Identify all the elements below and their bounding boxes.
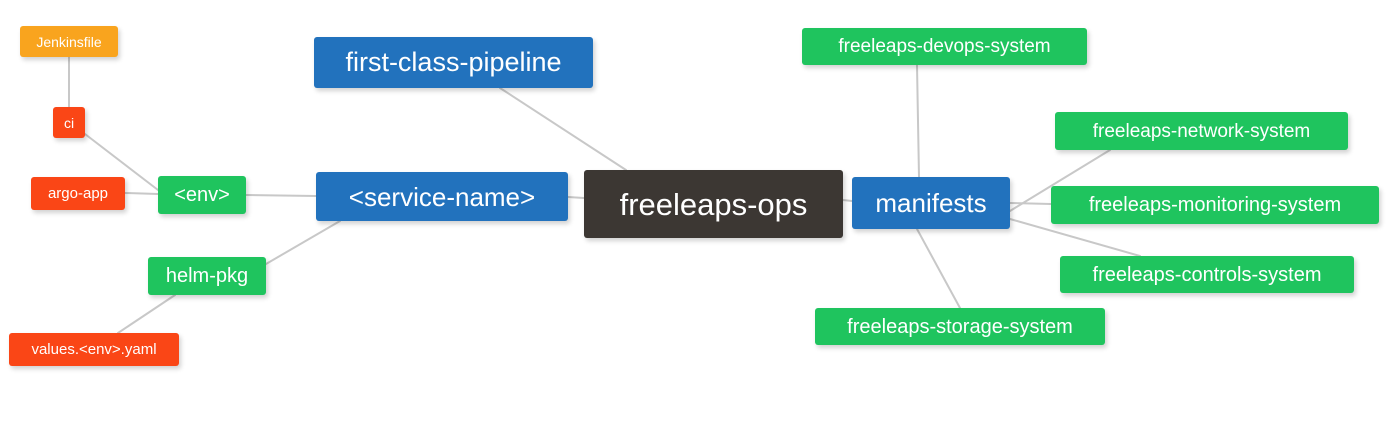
edge-manifests-controls <box>1009 218 1141 257</box>
node-label-freeleaps-controls-system: freeleaps-controls-system <box>1092 263 1322 286</box>
node-freeleaps-ops[interactable]: freeleaps-ops <box>584 170 843 238</box>
node-env[interactable]: <env> <box>158 176 246 214</box>
node-label-freeleaps-network-system: freeleaps-network-system <box>1092 120 1311 142</box>
edge-manifests-monitoring <box>1009 202 1052 205</box>
edge-manifests-devops <box>916 64 920 178</box>
node-label-argo-app: argo-app <box>47 185 109 202</box>
node-freeleaps-monitoring-system[interactable]: freeleaps-monitoring-system <box>1051 186 1379 224</box>
node-freeleaps-devops-system[interactable]: freeleaps-devops-system <box>802 28 1087 65</box>
node-label-freeleaps-monitoring-system: freeleaps-monitoring-system <box>1088 194 1342 216</box>
edge-manifests-storage <box>916 228 961 309</box>
node-argo-app[interactable]: argo-app <box>31 177 125 210</box>
node-jenkinsfile[interactable]: Jenkinsfile <box>20 26 118 57</box>
node-freeleaps-storage-system[interactable]: freeleaps-storage-system <box>815 308 1105 345</box>
node-label-freeleaps-storage-system: freeleaps-storage-system <box>847 315 1073 338</box>
edge-ops-manifests <box>842 199 853 202</box>
edge-helmpkg-servicename <box>265 220 341 265</box>
node-service-name[interactable]: <service-name> <box>316 172 568 221</box>
node-label-freeleaps-ops: freeleaps-ops <box>619 186 808 222</box>
node-label-manifests: manifests <box>875 188 987 218</box>
node-label-ci: ci <box>63 114 75 131</box>
edge-firstclass-ops <box>499 87 627 171</box>
node-label-helm-pkg: helm-pkg <box>165 265 249 287</box>
node-label-freeleaps-devops-system: freeleaps-devops-system <box>838 36 1051 57</box>
edge-argoapp-env <box>124 192 159 195</box>
node-label-jenkinsfile: Jenkinsfile <box>36 33 102 50</box>
node-manifests[interactable]: manifests <box>852 177 1010 229</box>
edge-valuesyaml-helmpkg <box>117 294 176 334</box>
node-label-service-name: <service-name> <box>348 181 536 212</box>
node-freeleaps-controls-system[interactable]: freeleaps-controls-system <box>1060 256 1354 293</box>
node-values-yaml[interactable]: values.<env>.yaml <box>9 333 179 366</box>
node-helm-pkg[interactable]: helm-pkg <box>148 257 266 295</box>
node-freeleaps-network-system[interactable]: freeleaps-network-system <box>1055 112 1348 150</box>
edge-env-servicename <box>245 194 317 197</box>
edge-servicename-ops <box>567 196 585 199</box>
node-label-env: <env> <box>174 184 230 206</box>
node-label-values-yaml: values.<env>.yaml <box>31 341 157 358</box>
node-label-first-class-pipeline: first-class-pipeline <box>345 47 562 77</box>
node-first-class-pipeline[interactable]: first-class-pipeline <box>314 37 593 88</box>
node-ci[interactable]: ci <box>53 107 85 138</box>
